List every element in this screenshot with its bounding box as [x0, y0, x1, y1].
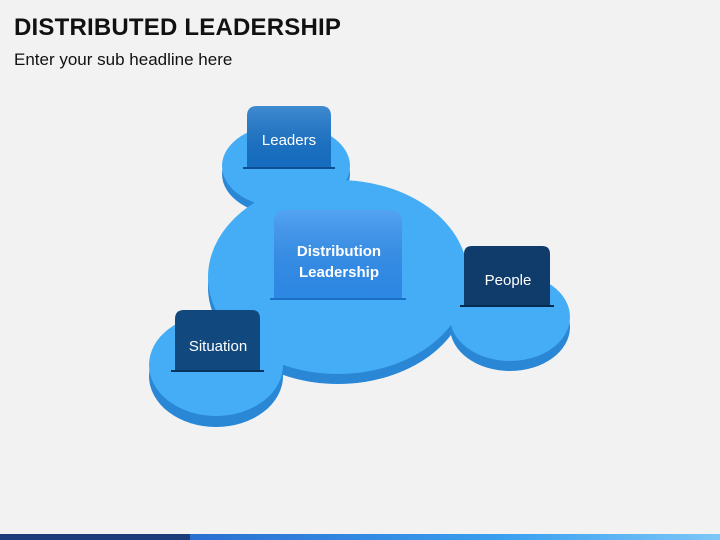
- center-node: Distribution Leadership: [270, 210, 406, 300]
- people-node: People: [460, 246, 554, 307]
- slide-title: DISTRIBUTED LEADERSHIP: [14, 14, 342, 41]
- leaders-node: Leaders: [243, 106, 335, 169]
- bottom-accent-gradient: [190, 534, 720, 540]
- situation-node: Situation: [171, 310, 264, 372]
- bottom-accent-dark: [0, 534, 190, 540]
- center-label-line2: Leadership: [299, 264, 379, 281]
- bottom-accent-bar: [0, 534, 720, 540]
- situation-label: Situation: [189, 338, 247, 355]
- leaders-label: Leaders: [262, 132, 316, 149]
- slide-subtitle: Enter your sub headline here: [14, 50, 233, 69]
- center-label-line1: Distribution: [297, 243, 381, 260]
- people-label: People: [485, 272, 532, 289]
